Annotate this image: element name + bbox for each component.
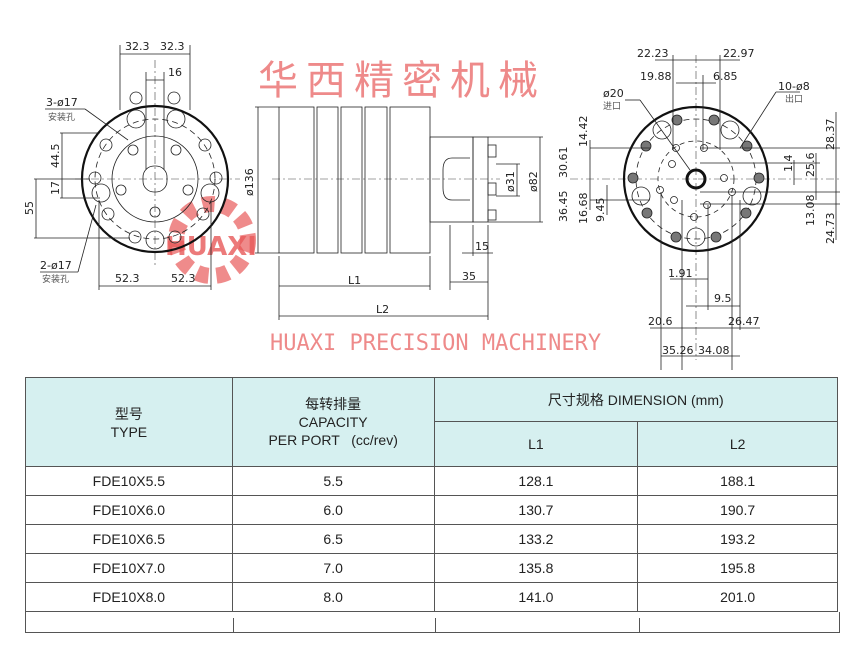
- dim-label: L1: [348, 274, 361, 287]
- dim-label: 20.6: [648, 315, 673, 328]
- dim-label: 9.5: [714, 292, 732, 305]
- cell-capacity: 5.5: [231, 466, 435, 496]
- header-capacity-unit: PER PORT (cc/rev): [268, 432, 398, 448]
- dim-label: L2: [376, 303, 389, 316]
- watermark-cn: 华西精密机械: [258, 58, 546, 104]
- dim-label: ø31: [504, 171, 517, 192]
- outlet-label-cn: 出口: [785, 93, 803, 105]
- dim-label: 26.47: [728, 315, 760, 328]
- dim-label: 13.08: [804, 195, 817, 227]
- dim-label: 34.08: [698, 344, 730, 357]
- dim-label: 28.37: [824, 119, 837, 151]
- dim-label: 52.3: [115, 272, 140, 285]
- cell-capacity: 6.0: [231, 495, 435, 525]
- cell-capacity: 6.5: [231, 524, 435, 554]
- dim-label: 44.5: [49, 144, 62, 169]
- cell-l2: 201.0: [637, 582, 838, 612]
- cell-type: FDE10X6.5: [25, 524, 233, 554]
- dim-label: ø82: [527, 171, 540, 192]
- truncated-table-row: [25, 612, 840, 633]
- cell-l2: 188.1: [637, 466, 838, 496]
- cell-l1: 141.0: [433, 582, 639, 612]
- header-l1: L1: [433, 421, 639, 467]
- dim-label: 15: [475, 240, 489, 253]
- inlet-label: ø20: [603, 87, 624, 100]
- header-type-en: TYPE: [110, 424, 148, 440]
- header-capacity-en: CAPACITY: [298, 414, 368, 430]
- header-dimension: 尺寸规格 DIMENSION (mm): [433, 377, 839, 422]
- dim-label: 16: [168, 66, 182, 79]
- dim-label: 35.26: [662, 344, 694, 357]
- dim-label: 25.6: [804, 153, 817, 178]
- front-view: 32.3 32.3 16 44.5 17 55 52.3 52.3 3-ø17 …: [23, 40, 240, 290]
- rear-view: 36.45 30.61 14.42 16.68 9.45 22.23 22.97…: [557, 47, 840, 370]
- cell-type: FDE10X6.0: [25, 495, 233, 525]
- dim-label: 52.3: [171, 272, 196, 285]
- dim-label: 1.4: [782, 155, 795, 173]
- dim-label: ø136: [243, 168, 256, 196]
- dim-label: 32.3: [160, 40, 185, 53]
- header-capacity: 每转排量 CAPACITY PER PORT (cc/rev): [231, 377, 435, 467]
- cell-l1: 130.7: [433, 495, 639, 525]
- dim-label: 1.91: [668, 267, 693, 280]
- dim-label: 19.88: [640, 70, 672, 83]
- header-l2: L2: [637, 421, 838, 467]
- outlet-label: 10-ø8: [778, 80, 810, 93]
- header-type-cn: 型号: [114, 406, 143, 422]
- cell-type: FDE10X8.0: [25, 582, 233, 612]
- hole-note-cn: 安装孔: [48, 111, 75, 123]
- header-capacity-cn: 每转排量: [305, 396, 362, 412]
- dim-label: 9.45: [594, 198, 607, 223]
- cell-l1: 128.1: [433, 466, 639, 496]
- side-view: ø136 L1 L2 35 15 ø31 ø82: [243, 106, 543, 320]
- watermark-en: HUAXI PRECISION MACHINERY: [270, 331, 601, 356]
- spec-table: 型号 TYPE 每转排量 CAPACITY PER PORT (cc/rev) …: [25, 377, 839, 612]
- cell-l1: 133.2: [433, 524, 639, 554]
- dim-label: 36.45: [557, 191, 570, 223]
- cell-capacity: 7.0: [231, 553, 435, 583]
- hole-note: 2-ø17: [40, 259, 72, 272]
- cell-l1: 135.8: [433, 553, 639, 583]
- dim-label: 30.61: [557, 147, 570, 179]
- dim-label: 6.85: [713, 70, 738, 83]
- dim-label: 55: [23, 201, 36, 215]
- dim-label: 16.68: [577, 193, 590, 225]
- inlet-label-cn: 进口: [603, 101, 621, 112]
- dim-label: 22.23: [637, 47, 669, 60]
- dim-label: 35: [462, 270, 476, 283]
- technical-drawing: HUAXI 华西精密机械 HUAXI PRECISION MACHINERY: [23, 40, 840, 370]
- dim-label: 14.42: [577, 116, 590, 148]
- dim-label: 22.97: [723, 47, 755, 60]
- hole-note-cn: 安装孔: [42, 273, 69, 285]
- dim-label: 17: [49, 181, 62, 195]
- cell-l2: 193.2: [637, 524, 838, 554]
- cell-capacity: 8.0: [231, 582, 435, 612]
- cell-type: FDE10X5.5: [25, 466, 233, 496]
- cell-type: FDE10X7.0: [25, 553, 233, 583]
- hole-note: 3-ø17: [46, 96, 78, 109]
- dim-label: 32.3: [125, 40, 150, 53]
- cell-l2: 190.7: [637, 495, 838, 525]
- dim-label: 24.73: [824, 213, 837, 245]
- cell-l2: 195.8: [637, 553, 838, 583]
- header-type: 型号 TYPE: [25, 377, 233, 467]
